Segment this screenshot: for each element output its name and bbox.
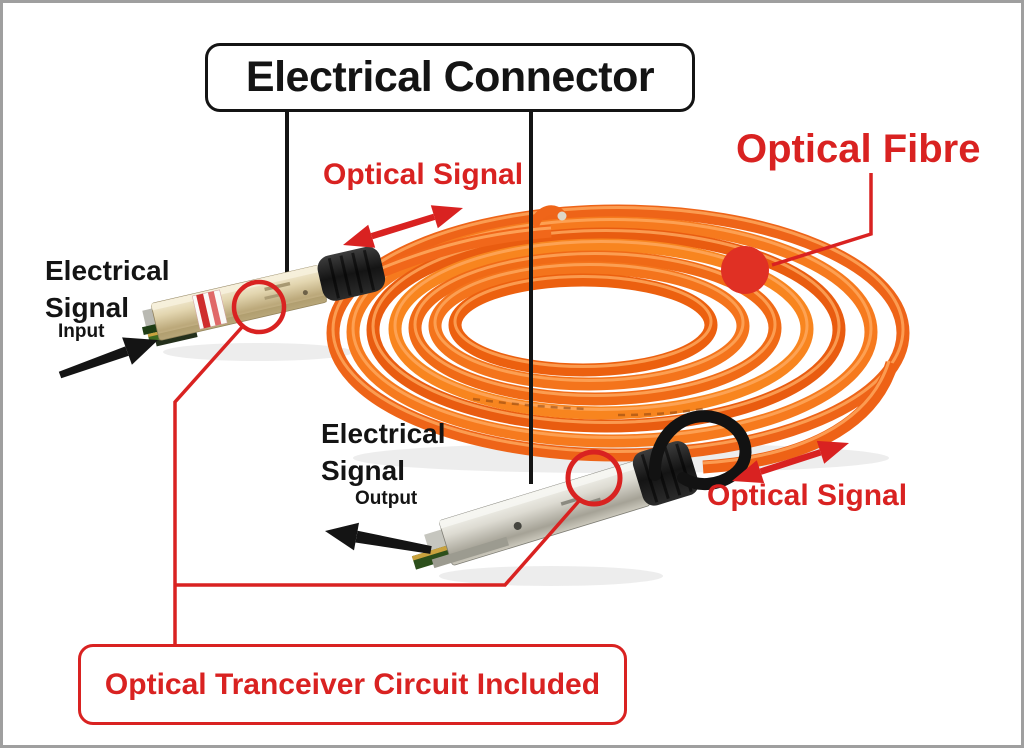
optical-fibre-dot — [721, 246, 769, 294]
cable-print-marks — [472, 397, 704, 417]
electrical-connector-leader-lines — [285, 104, 533, 484]
highlight-ring-right — [565, 449, 623, 507]
optical-fibre-leader — [771, 173, 873, 267]
optical-signal-arrow-bottom — [732, 440, 849, 484]
optical-signal-label-bottom: Optical Signal — [707, 479, 908, 512]
electrical-signal-input-line2: Signal — [45, 292, 130, 323]
electrical-signal-output-line1: Electrical — [321, 418, 446, 449]
optical-transceiver-label: Optical Tranceiver Circuit Included — [104, 667, 601, 701]
transceiver-leader-left — [173, 324, 245, 644]
electrical-output-arrow — [325, 522, 432, 554]
transceiver-leader-right — [175, 499, 581, 587]
highlight-ring-left — [231, 279, 287, 335]
electrical-signal-output-label: Electrical Signal — [321, 415, 446, 489]
electrical-signal-output-line2: Signal — [321, 455, 406, 486]
right-transceiver — [411, 441, 699, 570]
electrical-signal-input-line1: Electrical — [45, 255, 170, 286]
diagram-graphic — [58, 104, 910, 644]
electrical-connector-label: Electrical Connector — [245, 53, 655, 101]
optical-signal-label-top: Optical Signal — [323, 158, 524, 191]
optical-transceiver-box: Optical Tranceiver Circuit Included — [78, 644, 627, 725]
optical-fibre-label: Optical Fibre — [736, 127, 981, 171]
fiber-coil-highlights — [331, 206, 905, 453]
right-transceiver-bail — [648, 410, 752, 490]
electrical-signal-input-label: Electrical Signal — [45, 252, 170, 326]
electrical-input-arrow — [58, 337, 158, 379]
electrical-connector-box: Electrical Connector — [205, 43, 695, 112]
input-word-label: Input — [58, 321, 105, 342]
output-word-label: Output — [355, 488, 418, 509]
optical-signal-arrow-top — [343, 205, 463, 248]
red-leader-lines — [173, 173, 873, 644]
